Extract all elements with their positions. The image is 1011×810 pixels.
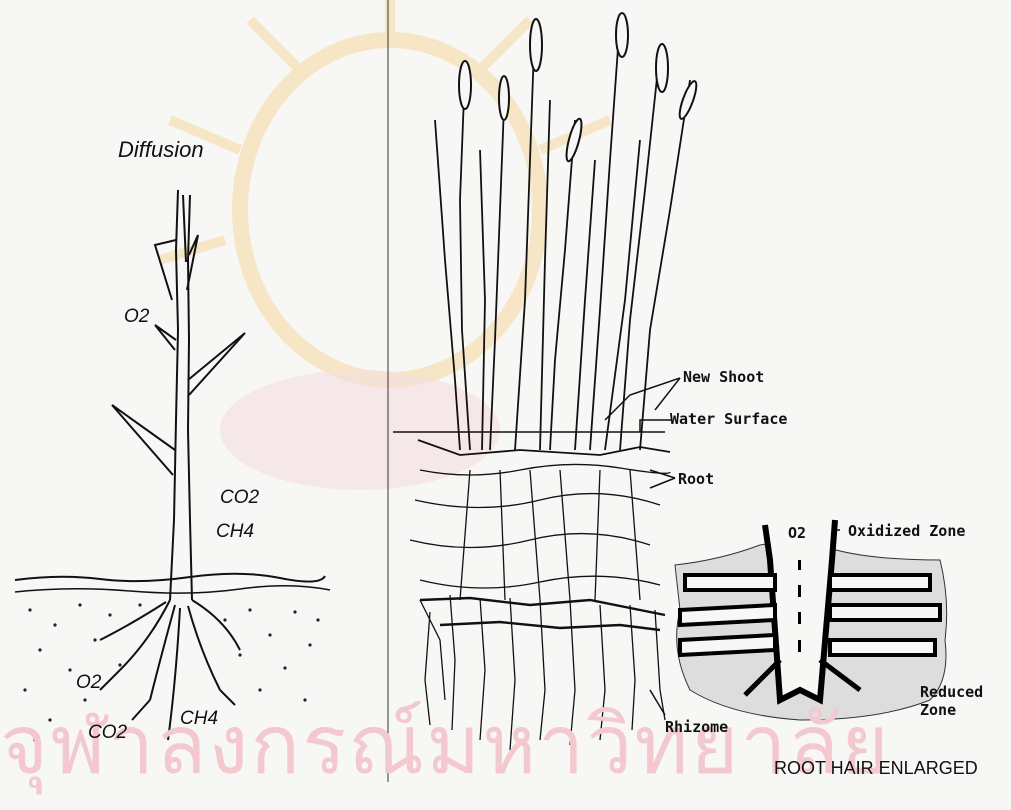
label-water-surface: Water Surface (670, 410, 787, 428)
label-o2-root-hair: O2 (788, 524, 806, 542)
label-o2-stem: O2 (124, 306, 149, 328)
wetland-plant-diagram (0, 0, 1011, 782)
label-co2-soil: CO2 (88, 722, 127, 744)
label-co2-stem: CO2 (220, 487, 259, 509)
label-root: Root (678, 470, 714, 488)
label-oxidized-zone: Oxidized Zone (848, 522, 965, 540)
label-rhizome: Rhizome (665, 718, 728, 736)
left-plant (100, 190, 245, 740)
watermark-text: จุฬาลงกรณ์มหาวิทยาลัย (0, 680, 891, 810)
rhizome (420, 598, 665, 630)
label-ch4-stem: CH4 (216, 521, 254, 543)
diagram-title-diffusion: Diffusion (118, 137, 204, 163)
label-new-shoot: New Shoot (683, 368, 764, 386)
watermark-emblem (160, 0, 610, 490)
label-ch4-soil: CH4 (180, 708, 218, 730)
caption-root-hair-enlarged: ROOT HAIR ENLARGED (774, 758, 978, 779)
label-reduced-zone: Reduced Zone (920, 683, 1002, 719)
label-o2-soil: O2 (76, 672, 101, 694)
